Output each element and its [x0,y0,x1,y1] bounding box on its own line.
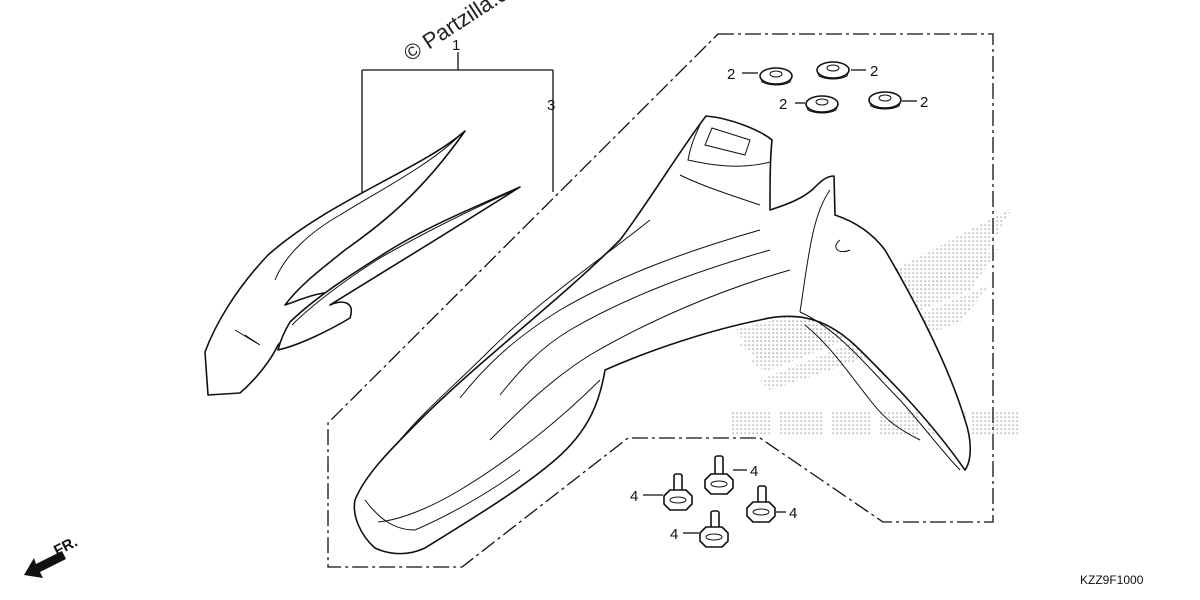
callout-2c: 2 [779,96,787,113]
diagram-code: KZZ9F1000 [1080,573,1144,587]
front-direction-arrow: FR. [24,533,80,578]
decal-set-bracket [361,52,554,200]
callout-1: 1 [452,37,460,54]
callout-2a: 2 [727,66,735,83]
callout-4d: 4 [670,526,678,543]
bolt-b [704,455,734,495]
grommet-c [805,95,839,114]
arrow-left-icon [24,551,66,578]
brand-wordmark [732,410,1020,436]
callout-3: 3 [547,97,555,114]
callout-2d: 2 [920,94,928,111]
grommet-b [816,61,850,80]
front-fender [353,115,972,555]
bolt-d [699,510,729,548]
callout-4b: 4 [750,463,758,480]
callout-2b: 2 [870,63,878,80]
callout-4c: 4 [789,505,797,522]
fender-decal [204,130,521,396]
watermark-text: © Partzilla.com [399,0,537,66]
callout-4a: 4 [630,488,638,505]
assembly-boundary [327,33,994,568]
bolt-c [746,485,776,523]
grommet-a [759,67,793,86]
bolt-a [663,473,693,511]
grommet-d [868,91,902,110]
